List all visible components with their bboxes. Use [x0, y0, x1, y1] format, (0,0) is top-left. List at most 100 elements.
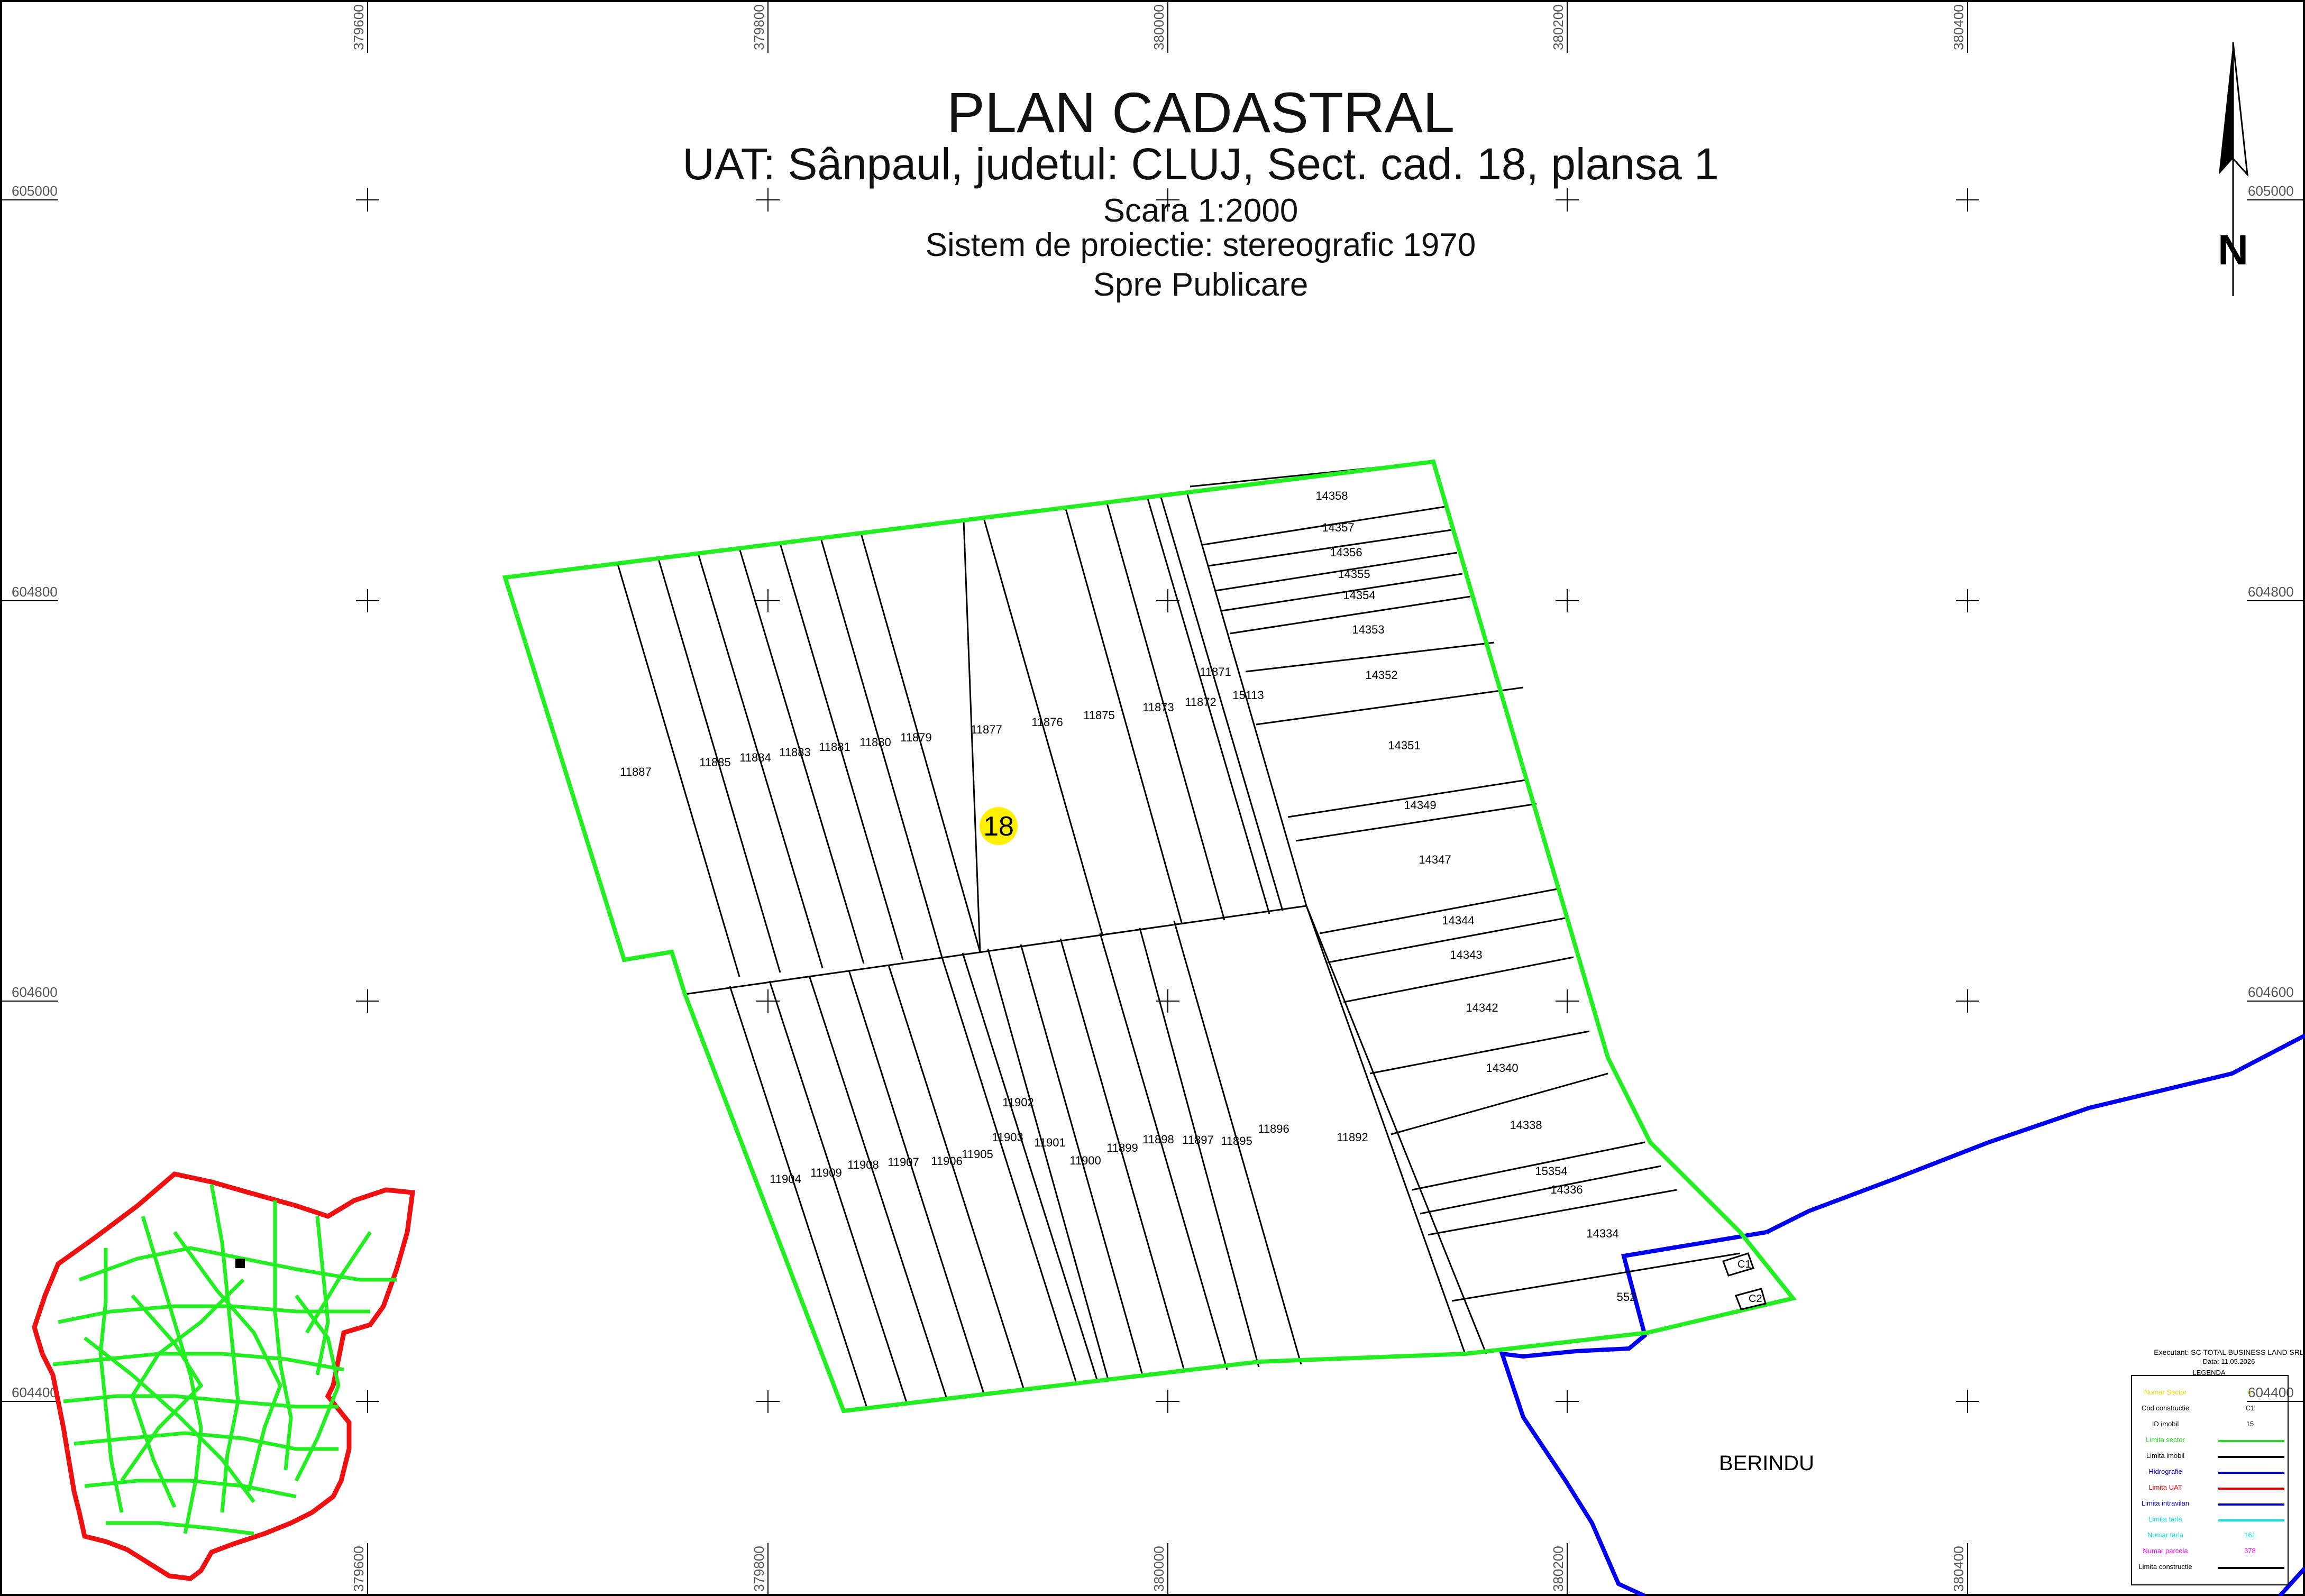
parcel-line	[1139, 928, 1260, 1368]
parcel-line	[1256, 686, 1524, 726]
parcel-line	[1208, 529, 1452, 567]
parcel-id-label: 11908	[847, 1158, 879, 1171]
parcel-line	[1173, 921, 1302, 1365]
parcel-line	[987, 949, 1109, 1380]
building-label: C1	[1737, 1259, 1751, 1270]
parcel-id-label: 11892	[1337, 1131, 1368, 1144]
legend-row: Limita sector	[2134, 1433, 2287, 1448]
parcel-id-label: 11883	[779, 746, 811, 759]
legend-label: Limita constructie	[2138, 1563, 2192, 1571]
locality-label: BERINDU	[1719, 1452, 1814, 1475]
building-label: C2	[1749, 1293, 1762, 1305]
parcel-id-label: 11873	[1142, 701, 1174, 714]
parcel-id-label: 11896	[1258, 1122, 1289, 1135]
parcel-line	[848, 970, 985, 1394]
parcel-line	[1327, 916, 1569, 964]
parcel-line	[684, 905, 1307, 995]
grid-y-label-left: 604600	[12, 984, 58, 1000]
legend-header: LEGENDA	[2192, 1369, 2226, 1377]
parcel-id-label: 11887	[620, 765, 652, 778]
grid-y-label-left: 605000	[12, 183, 58, 199]
parcel-id-label: 14340	[1486, 1061, 1518, 1075]
parcel-id-label: 14349	[1404, 799, 1436, 812]
grid-y-label-right: 604800	[2248, 584, 2294, 600]
parcel-line	[657, 558, 781, 973]
parcel-id-label: 14353	[1352, 623, 1384, 636]
parcel-id-label: 14352	[1365, 668, 1397, 682]
parcel-id-label: 11872	[1185, 695, 1216, 709]
parcel-id-label: 11903	[992, 1131, 1023, 1144]
legend-line-symbol	[2218, 1519, 2284, 1521]
legend-line-symbol	[2218, 1472, 2284, 1474]
parcel-line	[1106, 503, 1225, 921]
parcel-line	[1451, 1252, 1741, 1302]
parcel-id-label: 14338	[1510, 1118, 1542, 1132]
grid-x-label-bottom: 380200	[1550, 1546, 1566, 1592]
legend-label: Numar tarla	[2147, 1531, 2183, 1539]
parcel-line	[963, 520, 981, 952]
legend-text-symbol: 15	[2246, 1420, 2254, 1428]
parcel-id-label: 14334	[1586, 1227, 1618, 1240]
legend-line-symbol	[2218, 1488, 2284, 1490]
legend-line-symbol	[2218, 1503, 2284, 1506]
parcel-line	[808, 975, 948, 1399]
grid-y-label-left: 604800	[12, 584, 58, 600]
parcel-line	[1186, 494, 1307, 906]
legend-row: Limita tarla	[2134, 1512, 2287, 1527]
parcel-id-label: 11885	[699, 756, 731, 769]
legend-label: ID imobil	[2152, 1420, 2179, 1428]
north-arrow-icon: N	[2218, 42, 2248, 296]
parcel-id-label: 15113	[1232, 689, 1264, 702]
map-status: Spre Publicare	[1093, 267, 1309, 303]
grid-x-label-bottom: 379800	[751, 1546, 767, 1592]
legend-label: Limita UAT	[2148, 1483, 2182, 1491]
parcel-id-label: 11881	[819, 740, 850, 754]
legend-box	[2131, 1375, 2289, 1585]
parcel-line	[1305, 905, 1466, 1354]
legend-text-symbol: 378	[2244, 1547, 2256, 1555]
parcel-id-label: 11901	[1034, 1136, 1066, 1149]
parcel-line	[697, 553, 824, 968]
parcel-id-label: 11871	[1200, 665, 1231, 678]
parcel-id-label: 11898	[1142, 1133, 1174, 1146]
legend-label: Hidrografie	[2148, 1467, 2182, 1475]
parcel-line	[983, 518, 1104, 937]
map-scale: Scara 1:2000	[1103, 192, 1298, 229]
parcel-id-label: 11907	[888, 1155, 919, 1169]
parcel-line	[860, 533, 981, 952]
legend-panel: Executant: SC TOTAL BUSINESS LAND SRL Da…	[2128, 1347, 2305, 1585]
parcel-line	[1319, 887, 1561, 934]
legend-text-symbol: 1	[2248, 1388, 2252, 1396]
parcel-id-label: 14356	[1330, 546, 1362, 559]
parcel-id-label: 11899	[1106, 1141, 1138, 1154]
legend-row: Limita UAT	[2134, 1481, 2287, 1496]
parcel-line	[1305, 905, 1487, 1354]
sector-number: 18	[983, 811, 1014, 842]
parcel-id-label: 11876	[1031, 716, 1063, 729]
legend-label: Limita intravilan	[2141, 1499, 2190, 1507]
legend-line-symbol	[2218, 1456, 2284, 1458]
parcel-id-label: 11895	[1221, 1134, 1252, 1148]
parcel-line	[1420, 1165, 1661, 1215]
legend-label: Numar parcela	[2143, 1547, 2188, 1555]
legend-row: ID imobil 15	[2134, 1417, 2287, 1432]
parcel-id-label: 11897	[1182, 1133, 1214, 1146]
parcel-line	[769, 980, 908, 1405]
legend-row: Limita imobil	[2134, 1449, 2287, 1464]
grid-x-label-top: 379600	[351, 4, 367, 50]
parcel-id-label: 11877	[971, 723, 1002, 736]
parcel-line	[729, 986, 868, 1410]
parcel-id-label: 14342	[1466, 1001, 1498, 1014]
legend-text-symbol: C1	[2245, 1404, 2255, 1412]
grid-x-label-top: 380400	[1951, 4, 1966, 50]
legend-row: Limita constructie	[2134, 1560, 2287, 1575]
parcel-id-label: 11875	[1083, 709, 1115, 722]
parcel-id-label: 11905	[962, 1148, 993, 1161]
legend-row: Numar parcela 378	[2134, 1544, 2287, 1559]
parcel-id-label: 11904	[770, 1172, 801, 1186]
